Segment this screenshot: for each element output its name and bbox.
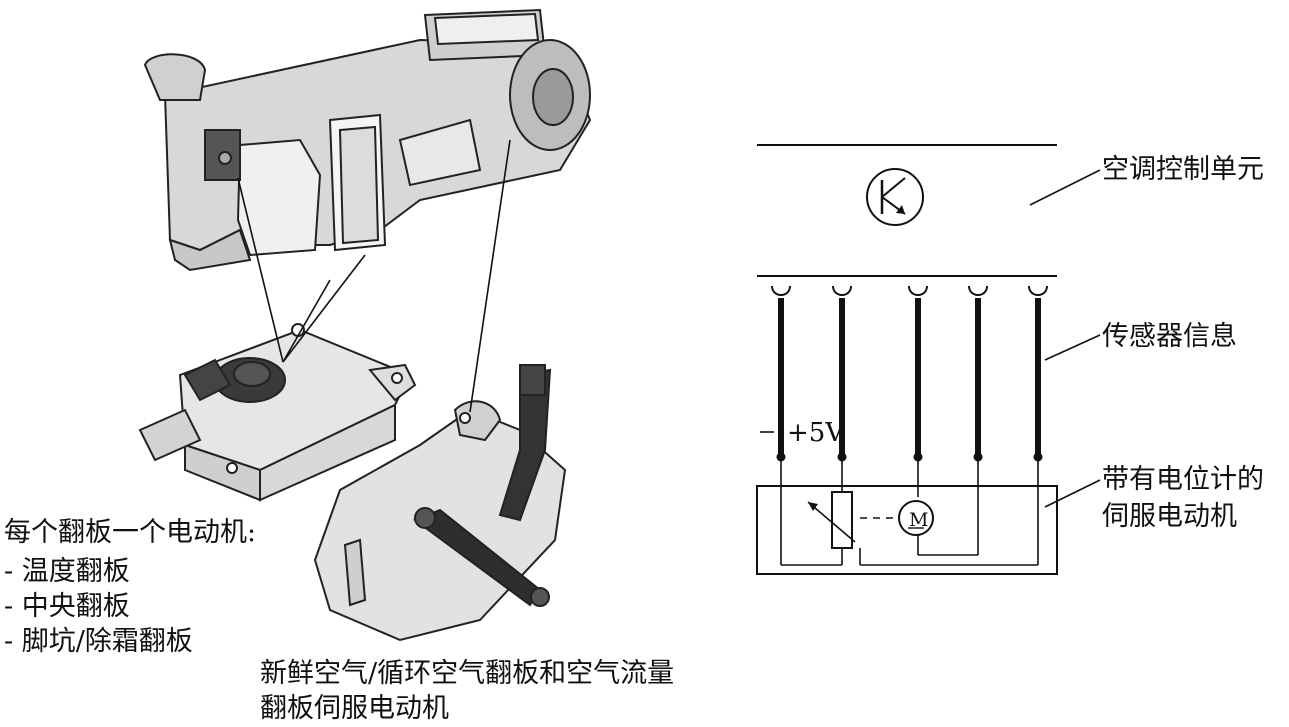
- bottom-caption: 新鲜空气/循环空气翻板和空气流量 翻板伺服电动机: [260, 658, 674, 724]
- flap-motor-illustration: [138, 323, 417, 502]
- flaps-title: 每个翻板一个电动机:: [4, 517, 256, 548]
- transistor-symbol: [866, 168, 924, 226]
- label-motor-symbol: M: [909, 509, 928, 531]
- label-servo-motor-line2: 伺服电动机: [1102, 501, 1237, 532]
- sensor-wires: [760, 285, 1048, 565]
- hvac-housing-illustration: [143, 8, 592, 272]
- caption-line2: 翻板伺服电动机: [260, 693, 449, 724]
- flap-item-central: - 中央翻板: [4, 591, 130, 622]
- schematic: [756, 144, 1101, 575]
- callout-lines-left: [237, 139, 511, 413]
- air-flap-motor-illustration: [313, 364, 567, 642]
- flap-item-footwell: - 脚坑/除霜翻板: [4, 626, 193, 657]
- label-climate-control-unit: 空调控制单元: [1102, 154, 1264, 185]
- schematic-leader-lines: [1029, 169, 1101, 508]
- caption-line1: 新鲜空气/循环空气翻板和空气流量: [260, 658, 674, 689]
- label-voltage: +5V: [787, 418, 845, 448]
- label-servo-motor-line1: 带有电位计的: [1102, 464, 1264, 495]
- servo-motor-box: [756, 485, 1058, 575]
- schematic-labels: 空调控制单元 传感器信息 带有电位计的 伺服电动机 +5V M: [787, 154, 1264, 532]
- flap-item-temperature: - 温度翻板: [4, 556, 130, 587]
- label-sensor-info: 传感器信息: [1102, 321, 1237, 352]
- flap-list: 每个翻板一个电动机: - 温度翻板 - 中央翻板 - 脚坑/除霜翻板: [4, 517, 256, 657]
